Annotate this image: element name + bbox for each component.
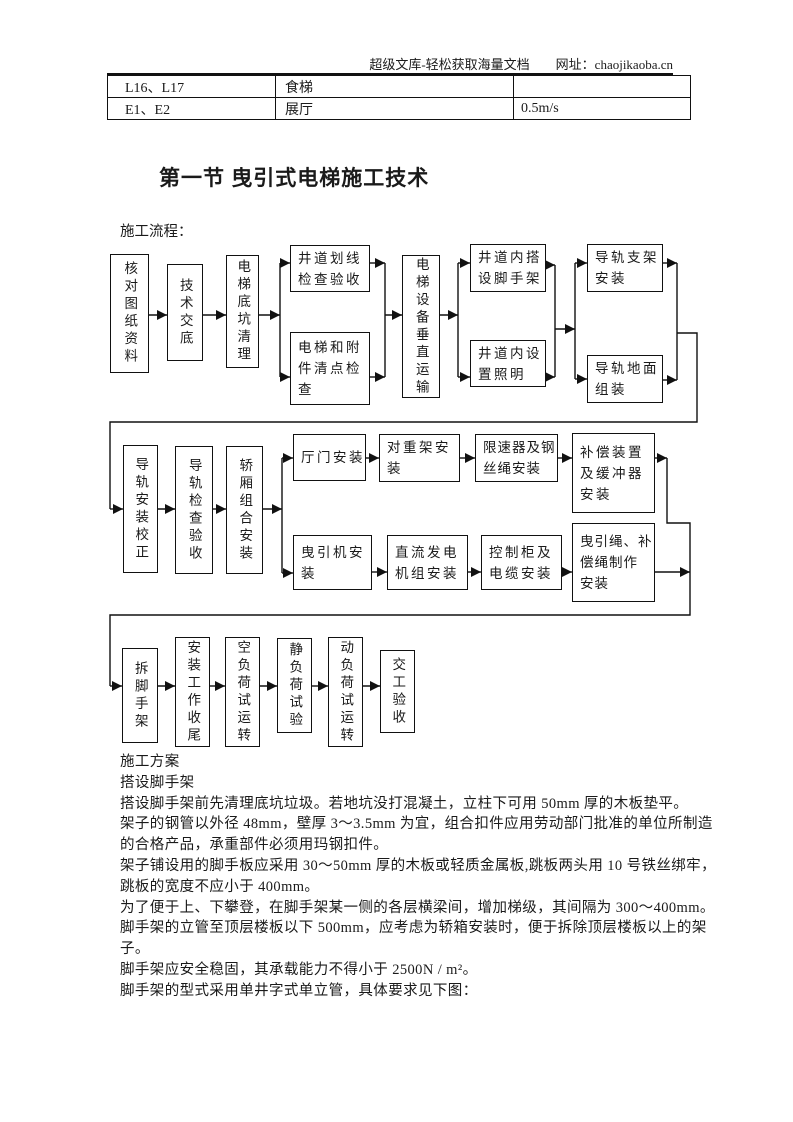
body-text: 施工方案 搭设脚手架 搭设脚手架前先清理底坑垃圾。若地坑没打混凝土，立柱下可用 …	[120, 752, 716, 1002]
flow-box-traction-machine-install: 曳引机安 装	[293, 535, 372, 590]
flow-box-label: 轿厢组合安装	[237, 457, 253, 563]
flow-box-label: 限速器及钢 丝绳安装	[483, 440, 556, 476]
body-line: 架子的钢管以外径 48mm，壁厚 3～3.5mm 为宜，组合扣件应用劳动部门批准…	[120, 816, 713, 833]
flow-box-label: 安装工作收尾	[185, 639, 201, 745]
flow-box-rail-ground-assembly: 导轨地面 组装	[587, 355, 663, 403]
flow-box-dc-generator-install: 直流发电 机组安装	[387, 535, 468, 590]
flow-box-rail-inspection: 导轨检查验收	[175, 446, 213, 574]
flow-box-label: 厅门安装	[301, 450, 365, 465]
flow-box-vertical-transport: 电梯设备垂直运输	[402, 255, 440, 398]
flow-box-hall-door-install: 厅门安装	[293, 434, 366, 481]
flow-box-label: 井道内搭 设脚手架	[478, 250, 542, 286]
flow-box-label: 井道划线 检查验收	[298, 250, 362, 287]
flow-box-label: 井道内设 置照明	[478, 345, 542, 382]
flow-box-label: 交工验收	[390, 656, 406, 727]
flow-box-label: 曳引机安 装	[301, 544, 365, 581]
flow-box-label: 动负荷试运转	[338, 639, 354, 745]
flow-box-check-drawings: 核对图纸资料	[110, 254, 149, 373]
header-rule	[107, 73, 673, 76]
flow-box-governor-rope-install: 限速器及钢 丝绳安装	[475, 434, 558, 482]
flow-box-label: 曳引绳、补 偿绳制作 安装	[580, 534, 653, 591]
flow-box-control-cabinet-install: 控制柜及 电缆安装	[481, 535, 562, 590]
flow-box-label: 拆脚手架	[132, 660, 148, 731]
flow-box-shaft-line-inspection: 井道划线 检查验收	[290, 245, 370, 292]
flow-box-pit-cleaning: 电梯底坑清理	[226, 255, 259, 368]
flow-box-car-assembly: 轿厢组合安装	[226, 446, 263, 574]
flow-box-label: 电梯底坑清理	[235, 259, 251, 364]
flow-box-rail-bracket-install: 导轨支架 安装	[587, 244, 663, 292]
flow-box-label: 导轨地面 组装	[595, 361, 659, 397]
header-site-text: 超级文库-轻松获取海量文档	[369, 57, 530, 72]
flow-box-compensation-buffer-install: 补偿装置 及缓冲器 安装	[572, 433, 655, 513]
page-header: 超级文库-轻松获取海量文档 网址：chaojikaoba.cn	[369, 54, 673, 73]
flow-box-label: 导轨支架 安装	[595, 250, 659, 286]
flow-lines	[109, 258, 698, 691]
body-line: 跳板的宽度不应小于 400mm。	[120, 878, 320, 895]
flow-box-label: 对重架安 装	[387, 440, 451, 476]
spec-table: L16、L17 食梯 E1、E2 展厅 0.5m/s	[107, 75, 691, 120]
flow-box-label: 控制柜及 电缆安装	[489, 544, 553, 581]
table-row: E1、E2 展厅 0.5m/s	[107, 97, 691, 120]
table-cell: 0.5m/s	[513, 97, 691, 120]
flow-wrap-line	[109, 458, 691, 686]
flow-box-elevator-parts-inventory: 电梯和附 件清点检 查	[290, 332, 370, 405]
flow-box-label: 空负荷试运转	[235, 639, 251, 745]
flow-box-counterweight-install: 对重架安 装	[379, 434, 460, 482]
flow-box-label: 电梯和附 件清点检 查	[298, 340, 362, 397]
body-line: 的合格产品，承重部件必须用玛钢扣件。	[120, 837, 389, 854]
body-line: 为了便于上、下攀登，在脚手架某一侧的各层横梁间，增加梯级，其间隔为 300～40…	[120, 899, 715, 916]
flow-box-ropes-fabrication: 曳引绳、补 偿绳制作 安装	[572, 523, 655, 602]
header-url-text: 网址：chaojikaoba.cn	[555, 57, 673, 72]
flow-box-remove-scaffolding: 拆脚手架	[122, 648, 158, 743]
flow-box-label: 补偿装置 及缓冲器 安装	[580, 444, 644, 502]
flow-box-finishing-work: 安装工作收尾	[175, 637, 210, 747]
flow-box-label: 电梯设备垂直运输	[413, 256, 429, 397]
flow-box-label: 导轨检查验收	[186, 457, 202, 563]
flow-box-label: 核对图纸资料	[122, 261, 138, 366]
body-line: 架子铺设用的脚手板应采用 30～50mm 厚的木板或轻质金属板,跳板两头用 10…	[120, 857, 716, 874]
body-line: 施工方案	[120, 754, 180, 770]
flow-box-shaft-lighting: 井道内设 置照明	[470, 340, 546, 387]
body-line: 脚手架的立管至顶层楼板以下 500mm，应考虑为轿箱安装时，便于拆除顶层楼板以上…	[120, 920, 707, 937]
body-line: 脚手架应安全稳固，其承载能力不得小于 2500N / m²。	[120, 961, 478, 978]
body-line: 子。	[120, 941, 150, 958]
table-cell: 展厅	[275, 97, 514, 120]
flow-box-shaft-scaffolding: 井道内搭 设脚手架	[470, 244, 546, 292]
flow-box-handover-acceptance: 交工验收	[380, 650, 415, 733]
flow-box-label: 静负荷试验	[287, 641, 303, 730]
flow-box-rail-install-align: 导轨安装校正	[123, 445, 158, 573]
flow-box-no-load-test: 空负荷试运转	[225, 637, 260, 747]
flow-box-label: 直流发电 机组安装	[395, 544, 459, 581]
flow-box-dynamic-load-test: 动负荷试运转	[328, 637, 363, 747]
flow-box-label: 导轨安装校正	[133, 456, 149, 562]
flow-wrap-line	[109, 332, 698, 509]
page-title: 第一节 曳引式电梯施工技术	[159, 166, 430, 190]
body-line: 搭设脚手架	[120, 774, 195, 791]
flow-box-label: 技术交底	[177, 277, 193, 348]
flow-box-static-load-test: 静负荷试验	[277, 638, 312, 733]
flow-label: 施工流程：	[120, 224, 193, 240]
body-line: 脚手架的型式采用单井字式单立管，具体要求见下图：	[120, 982, 478, 999]
flow-box-technical-briefing: 技术交底	[167, 264, 203, 361]
body-line: 搭设脚手架前先清理底坑垃圾。若地坑没打混凝土，立柱下可用 50mm 厚的木板垫平…	[120, 795, 689, 812]
